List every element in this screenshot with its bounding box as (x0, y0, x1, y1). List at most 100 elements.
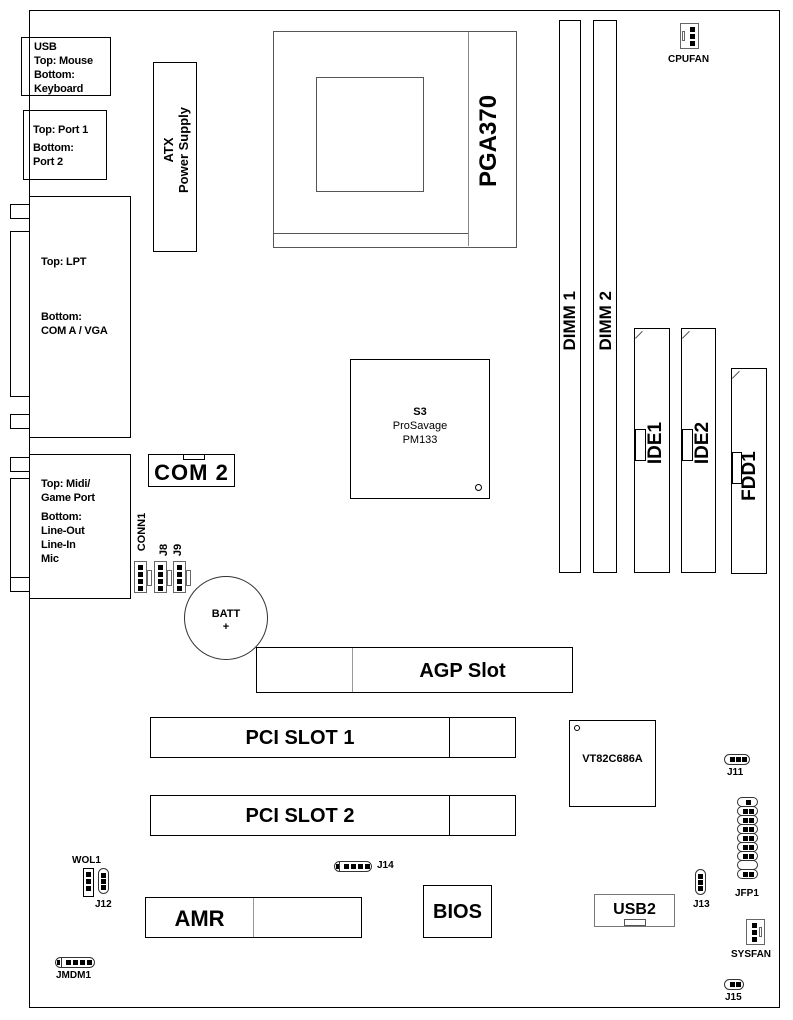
wol1-label: WOL1 (72, 855, 101, 866)
j8-label: J8 (158, 543, 170, 557)
audio-tab-top (10, 457, 30, 472)
prosavage-label: ProSavage (392, 420, 448, 432)
j13-label: J13 (693, 899, 710, 910)
lineout-label: Line-Out (41, 525, 85, 537)
pga370-label: PGA370 (475, 94, 502, 187)
amr-divider (253, 898, 254, 937)
usb2-label: USB2 (613, 901, 656, 918)
pin1-marker (732, 370, 740, 379)
j11-label: J11 (727, 767, 744, 778)
j12-header (98, 868, 109, 894)
usb2-header: USB2 (594, 894, 675, 927)
ide1-connector: IDE1 (634, 328, 670, 573)
port2-label: Port 2 (33, 156, 63, 168)
j13-header (695, 869, 706, 895)
j15-header (724, 979, 744, 990)
com2-key (183, 454, 205, 460)
amr-slot: AMR (145, 897, 362, 938)
jmdm1-label: JMDM1 (56, 970, 92, 981)
audio-game-connector: Top: Midi/ Game Port Bottom: Line-Out Li… (29, 454, 131, 599)
ide2-connector: IDE2 (681, 328, 716, 573)
conn1-label: CONN1 (136, 512, 148, 552)
audio-tab-bot (10, 577, 30, 592)
ide2-key (682, 429, 693, 461)
sysfan-label: SYSFAN (731, 949, 772, 960)
ide2-label: IDE2 (692, 421, 713, 465)
amr-label: AMR (174, 906, 225, 931)
atx-power-connector: ATX Power Supply (153, 62, 197, 252)
pin1-dot (574, 725, 580, 731)
pci-slot-1: PCI SLOT 1 (150, 717, 516, 758)
batt-label: BATT (211, 608, 241, 620)
agp-divider (352, 648, 353, 692)
agp-slot: AGP Slot (256, 647, 573, 693)
southbridge-chip: VT82C686A (569, 720, 656, 807)
j14-label: J14 (377, 860, 394, 871)
mic-label: Mic (41, 553, 59, 565)
audio-tab-mid (10, 478, 30, 578)
j14-header (334, 861, 372, 872)
usb-label: USB (34, 41, 57, 53)
vt82c686a-label: VT82C686A (582, 753, 643, 765)
pci2-label: PCI SLOT 2 (245, 805, 355, 827)
pin1-marker (682, 330, 690, 339)
lpt-coma-connector: Top: LPT Bottom: COM A / VGA (29, 196, 131, 438)
jfp1-label: JFP1 (735, 888, 759, 899)
sysfan-header (746, 919, 765, 945)
agp-label: AGP Slot (419, 660, 506, 682)
dimm2-slot: DIMM 2 (593, 20, 617, 573)
jmdm1-header (55, 957, 95, 968)
lpt-tab-top (10, 204, 30, 219)
j11-header (724, 754, 750, 765)
s3-label: S3 (413, 406, 427, 418)
midi-label: Top: Midi/ (41, 478, 91, 490)
bottom-label: Bottom: (41, 511, 82, 523)
fdd1-key (732, 452, 742, 484)
conn1-header (134, 561, 152, 593)
bios-chip: BIOS (423, 885, 492, 938)
lpt-tab-mid (10, 231, 30, 397)
fdd1-label: FDD1 (739, 451, 760, 501)
mouse-label: Top: Mouse (34, 55, 93, 67)
bottom-label: Bottom: (34, 69, 75, 81)
batt-polarity: + (222, 621, 230, 633)
j15-label: J15 (725, 992, 742, 1003)
ide1-key (635, 429, 646, 461)
battery: BATT + (184, 576, 268, 660)
wol1-header (83, 868, 94, 897)
pm133-label: PM133 (402, 434, 438, 446)
gameport-label: Game Port (41, 492, 95, 504)
j9-label: J9 (172, 543, 184, 557)
lpt-label: Top: LPT (41, 256, 87, 268)
cpu-socket-divider (468, 32, 469, 246)
j8-header (154, 561, 172, 593)
bottom-label: Bottom: (33, 142, 74, 154)
usb2-key (624, 919, 646, 926)
ide1-label: IDE1 (645, 421, 666, 465)
j9-header (173, 561, 191, 593)
pci1-label: PCI SLOT 1 (245, 727, 355, 749)
lpt-tab-bot (10, 414, 30, 429)
jfp1-header (737, 797, 758, 883)
dimm1-label: DIMM 1 (560, 291, 579, 351)
coma-vga-label: COM A / VGA (41, 325, 108, 337)
com2-label: COM 2 (154, 460, 229, 485)
linein-label: Line-In (41, 539, 76, 551)
com2-header: COM 2 (148, 454, 235, 487)
pci1-divider (449, 718, 450, 757)
bios-label: BIOS (433, 901, 482, 923)
fdd1-connector: FDD1 (731, 368, 767, 574)
com-ports-connector: Top: Port 1 Bottom: Port 2 (23, 110, 107, 180)
pin1-dot (475, 484, 482, 491)
j12-label: J12 (95, 899, 112, 910)
usb-ps2-connector: USB Top: Mouse Bottom: Keyboard (21, 37, 111, 96)
cpufan-header (680, 23, 699, 49)
pci2-divider (449, 796, 450, 835)
port1-label: Top: Port 1 (33, 124, 89, 136)
power-supply-label: Power Supply (176, 107, 191, 193)
pci-slot-2: PCI SLOT 2 (150, 795, 516, 836)
cpu-socket: PGA370 (273, 31, 517, 248)
dimm2-label: DIMM 2 (596, 291, 615, 351)
northbridge-chip: S3 ProSavage PM133 (350, 359, 490, 499)
cpu-die (316, 77, 424, 192)
